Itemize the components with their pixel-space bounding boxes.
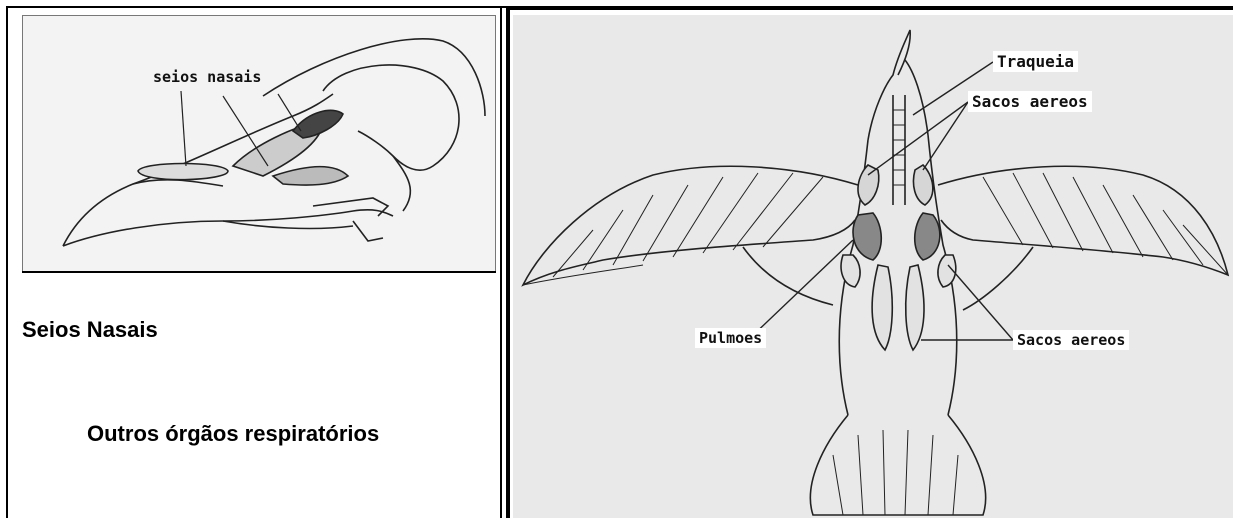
bird-illustration xyxy=(513,15,1233,518)
heading-seios-nasais: Seios Nasais xyxy=(22,317,158,343)
label-sacos-aereos-bottom: Sacos aereos xyxy=(1013,330,1129,350)
bird-respiratory-diagram: Traqueia Sacos aereos Pulmoes Sacos aere… xyxy=(513,15,1233,518)
heading-outros-orgaos-respiratorios: Outros órgãos respiratórios xyxy=(87,421,379,447)
label-sacos-aereos-top: Sacos aereos xyxy=(968,91,1092,112)
label-pulmoes: Pulmoes xyxy=(695,328,766,348)
skull-panel-bottom-border xyxy=(22,271,496,273)
left-border xyxy=(6,6,8,518)
skull-diagram: seios nasais xyxy=(22,15,496,273)
label-traqueia: Traqueia xyxy=(993,51,1078,72)
skull-label-seios-nasais: seios nasais xyxy=(153,68,261,86)
center-divider-thin xyxy=(500,6,502,518)
bird-skull-illustration xyxy=(23,16,495,272)
center-divider-thick xyxy=(506,6,510,518)
right-top-thick-border xyxy=(506,6,1233,10)
